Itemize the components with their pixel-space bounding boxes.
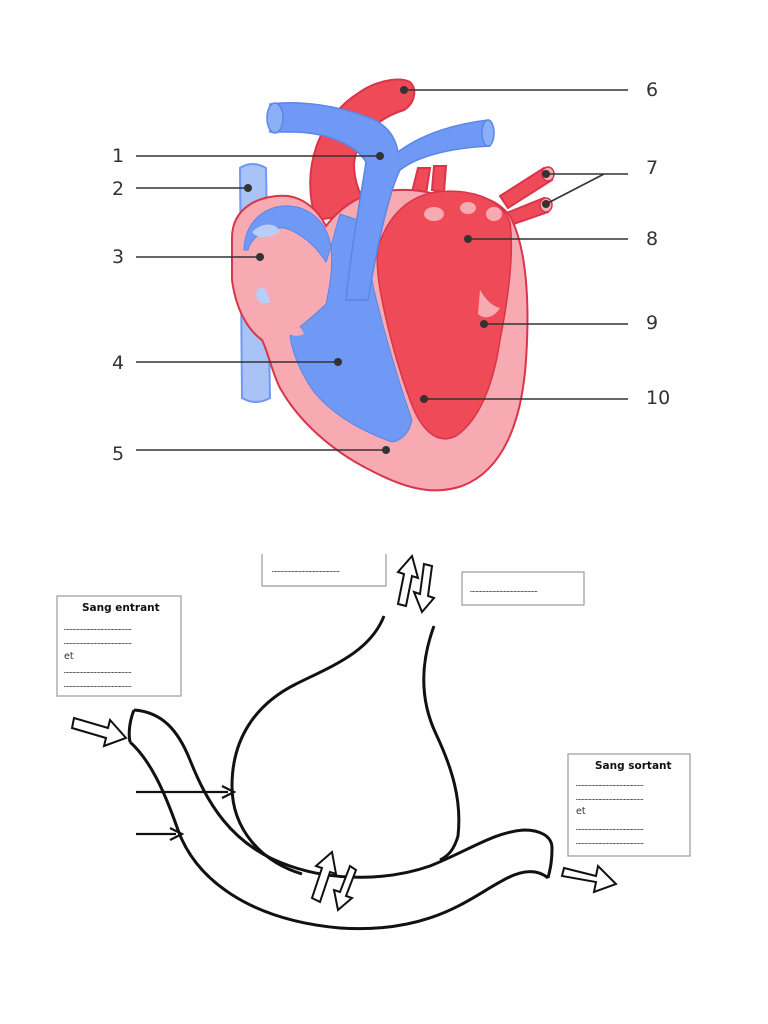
inflow-arrow-icon [72,718,126,746]
label-number: 4 [112,352,124,374]
capillary-end [129,710,134,742]
top-left-box: ………………………………………… [262,554,386,586]
label-number: 6 [646,79,658,101]
exchange-arrows-top-icon [398,556,434,612]
alveolus-outline-right [424,626,459,860]
heart-label-7: 7 [542,157,658,208]
label-number: 7 [646,157,658,179]
box-line: ………………………………………… [64,624,131,632]
pointer-arrow-icon [136,828,182,840]
top-right-box: ………………………………………… [462,572,584,605]
label-number: 5 [112,443,124,465]
exchange-arrows-bottom-icon [312,852,356,910]
box-line: ………………………………………… [64,667,131,675]
outgoing-blood-box: Sang sortant ………………………………………… …………………………… [568,754,690,856]
box-line: ………………………………………… [576,838,643,846]
label-number: 9 [646,312,658,334]
box-line: ………………………………………… [64,681,131,689]
box-line: ………………………………………… [272,566,339,574]
heart-illustration [232,80,554,491]
box-title: Sang sortant [595,760,672,772]
incoming-blood-box: Sang entrant ………………………………………… …………………………… [57,596,181,696]
box-title: Sang entrant [82,602,160,614]
pointer-arrow-icon [136,786,234,798]
box-line: ………………………………………… [576,780,643,788]
heart-label-6: 6 [400,79,658,101]
alveolus-outline [232,616,384,874]
label-number: 2 [112,178,124,200]
box-conjunction: et [576,806,586,817]
label-number: 8 [646,228,658,250]
box-line: ………………………………………… [576,824,643,832]
label-number: 3 [112,246,124,268]
box-line: ………………………………………… [470,586,537,594]
heart-label-2: 2 [112,178,252,200]
box-line: ………………………………………… [64,638,131,646]
box-conjunction: et [64,651,74,662]
outflow-arrow-icon [562,866,616,892]
label-number: 1 [112,145,124,167]
label-number: 10 [646,387,670,409]
capillary-inner [134,710,552,878]
box-line: ………………………………………… [576,794,643,802]
